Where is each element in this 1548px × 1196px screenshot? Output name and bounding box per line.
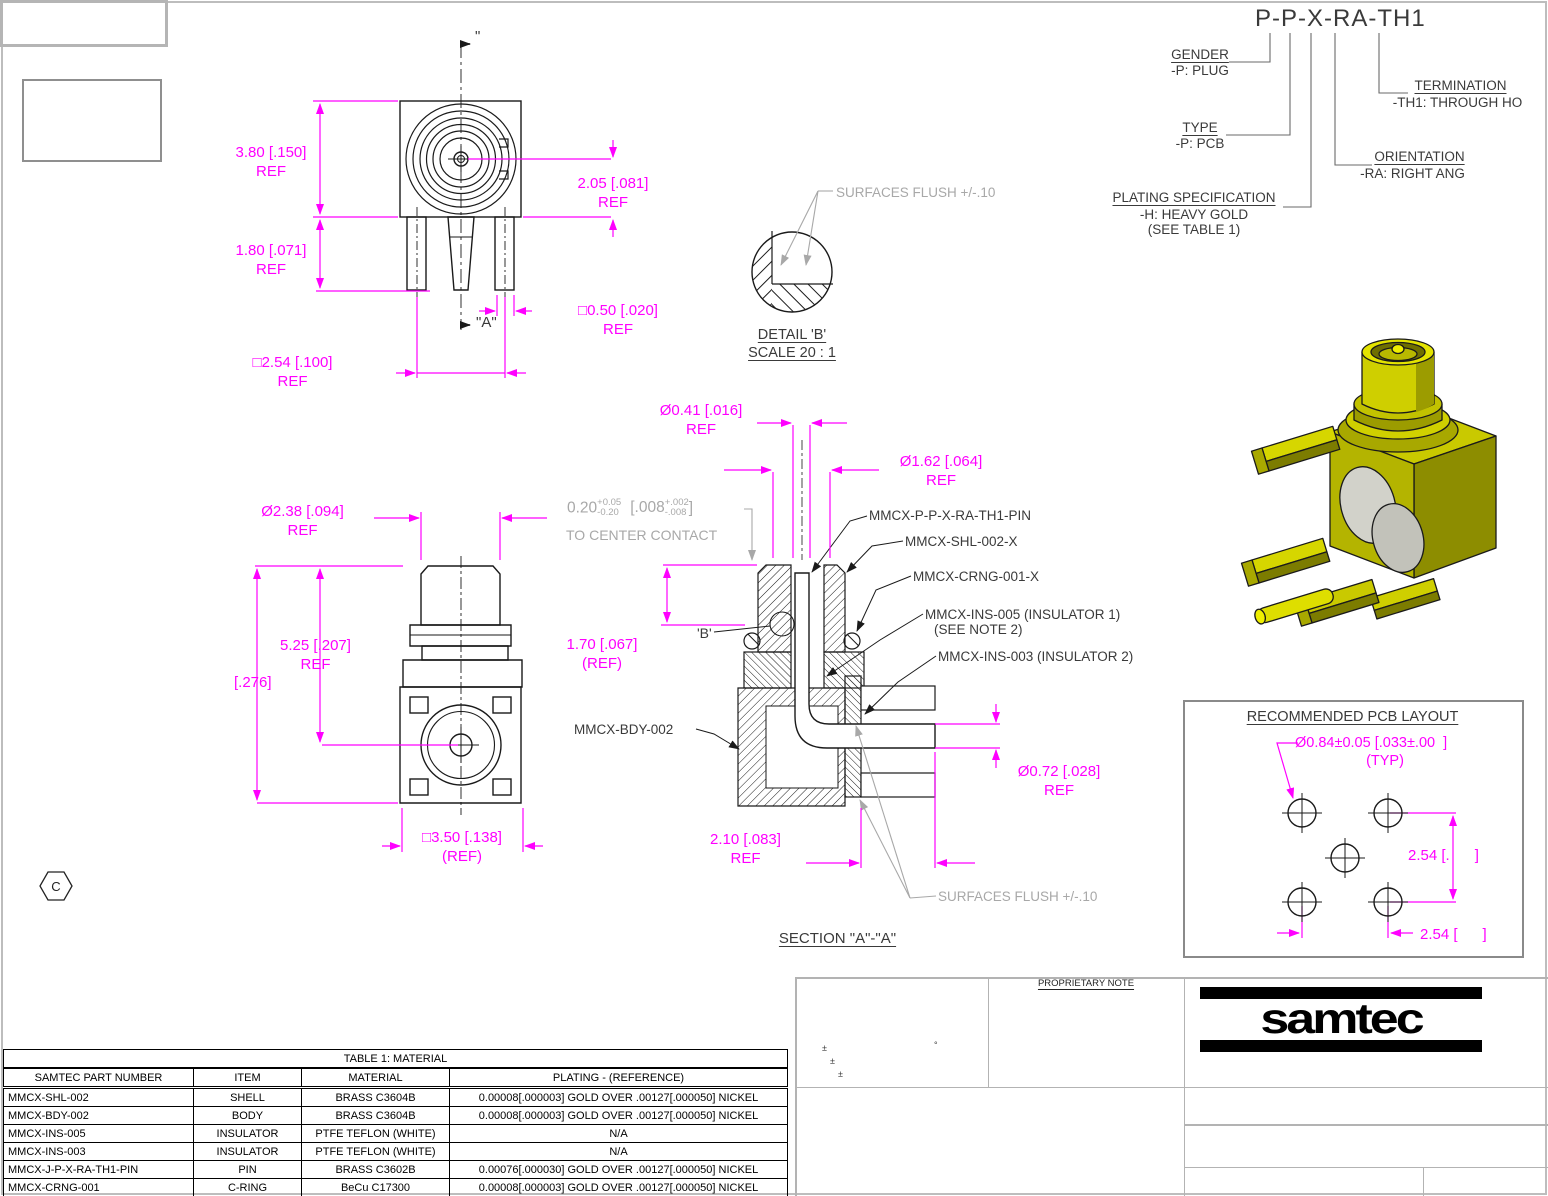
plating-value-2: (SEE TABLE 1) [1147, 222, 1241, 237]
pcb-hole-dim: Ø0.84±0.05 [.033±.00 ] [1295, 735, 1448, 751]
degree-mark: ° [934, 1040, 938, 1050]
detail-b-scale: SCALE 20 : 1 [748, 345, 836, 361]
pcb-pitch-horizontal: 2.54 [ ] [1420, 926, 1487, 943]
section-view-drawing [713, 440, 936, 807]
dim-side-h2: [.276] [234, 674, 272, 691]
frame-corner-box [0, 0, 168, 47]
orientation-heading: ORIENTATION [1374, 149, 1465, 164]
dim-lead-diameter: Ø0.72 [.028]REF [1017, 763, 1101, 799]
surfaces-flush-note-bottom: SURFACES FLUSH +/-.10 [938, 889, 1098, 904]
tolerance-note: 0.20+0.05-0.20 [.008+.002-.008] [567, 497, 694, 519]
copyright-letter: C [51, 879, 60, 894]
type-heading: TYPE [1182, 120, 1218, 135]
dim-front-center: 2.05 [.081]REF [577, 175, 649, 211]
render-leg [1250, 425, 1341, 475]
pcb-hole [1368, 793, 1408, 833]
pcb-hole-typ: (TYP) [1366, 753, 1404, 769]
dim-body-length: 2.10 [.083]REF [710, 831, 781, 867]
callout-cring: MMCX-CRNG-001-X [913, 569, 1040, 584]
plating-heading: PLATING SPECIFICATION [1112, 190, 1276, 205]
callout-pin: MMCX-P-P-X-RA-TH1-PIN [869, 508, 1031, 523]
section-arrow-label-bottom: "A" [476, 314, 497, 331]
tolerance-mark-2: ± [830, 1056, 835, 1066]
dim-front-pins: 1.80 [.071]REF [235, 242, 307, 278]
render-leg [1369, 577, 1441, 620]
surfaces-flush-note-top: SURFACES FLUSH +/-.10 [836, 185, 996, 200]
callout-shell: MMCX-SHL-002-X [905, 534, 1018, 549]
pcb-hole [1282, 882, 1322, 922]
orientation-value: -RA: RIGHT ANG [1360, 166, 1465, 181]
termination-value: -TH1: THROUGH HO [1392, 95, 1523, 110]
callout-body: MMCX-BDY-002 [574, 722, 674, 737]
part-number-title: P-P-X-RA-TH1 [1255, 5, 1426, 32]
type-value: -P: PCB [1175, 136, 1225, 151]
proprietary-note-heading: PROPRIETARY NOTE [1037, 978, 1135, 989]
detail-b-title: DETAIL 'B' [757, 327, 827, 343]
dim-front-pitch: □2.54 [.100]REF [252, 354, 333, 390]
dim-front-height: 3.80 [.150]REF [235, 144, 307, 180]
material-table-header: SAMTEC PART NUMBER ITEM MATERIAL PLATING… [3, 1067, 788, 1089]
render-center-pin [1254, 588, 1334, 625]
dim-depth: 1.70 [.067](REF) [566, 636, 638, 672]
pcb-hole [1368, 882, 1408, 922]
pcb-layout-title: RECOMMENDED PCB LAYOUT [1246, 709, 1459, 725]
detail-b-drawing [751, 231, 833, 313]
dim-side-cap: Ø2.38 [.094]REF [261, 503, 344, 539]
termination-heading: TERMINATION [1414, 78, 1507, 93]
samtec-logo: samtec [1200, 983, 1482, 1055]
dim-pin-diameter: Ø0.41 [.016]REF [659, 402, 743, 438]
callout-leaders [695, 515, 937, 750]
side-view-drawing [399, 556, 523, 815]
section-cut-line [460, 40, 471, 330]
samtec-logo-text: samtec [1260, 995, 1424, 1043]
pcb-hole [1282, 793, 1322, 833]
detail-b-marker: 'B' [697, 625, 712, 641]
pcb-hole [1325, 838, 1365, 878]
material-table: TABLE 1: MATERIAL SAMTEC PART NUMBER ITE… [3, 1049, 788, 1196]
tol-in: [.008 [630, 499, 665, 517]
dim-side-h1: 5.25 [.207]REF [280, 637, 351, 673]
tolerance-mark-3: ± [838, 1069, 843, 1079]
connector-3d-render [1240, 338, 1497, 627]
pn-diagram-lines [1226, 33, 1408, 208]
front-view-drawing [399, 100, 522, 316]
gender-heading: GENDER [1171, 47, 1229, 62]
dim-front-pin-width: □0.50 [.020]REF [578, 302, 658, 338]
tolerance-mark-1: ± [822, 1043, 827, 1053]
callout-insulator-1-note: (SEE NOTE 2) [934, 622, 1023, 637]
callout-insulator-1: MMCX-INS-005 (INSULATOR 1) [925, 607, 1121, 622]
revision-box [22, 79, 162, 162]
plating-value: -H: HEAVY GOLD [1139, 207, 1249, 222]
to-center-contact-note: TO CENTER CONTACT [566, 527, 718, 543]
material-table-title: TABLE 1: MATERIAL [3, 1049, 788, 1069]
dim-bore-diameter: Ø1.62 [.064]REF [899, 453, 983, 489]
copyright-mark: C [39, 871, 73, 901]
gray-leaders [744, 190, 937, 899]
pcb-layout-box [1183, 700, 1524, 958]
pcb-pitch-vertical: 2.54 [. ] [1408, 847, 1479, 864]
section-arrow-label-top: " [475, 28, 481, 45]
tol-mm: 0.20 [567, 499, 598, 517]
dim-side-width: □3.50 [.138](REF) [422, 829, 502, 865]
gender-value: -P: PLUG [1171, 63, 1229, 78]
render-leg [1240, 537, 1331, 587]
callout-insulator-2: MMCX-INS-003 (INSULATOR 2) [938, 649, 1134, 664]
pcb-layout-holes [1282, 793, 1408, 922]
section-title: SECTION "A"-"A" [778, 930, 897, 947]
